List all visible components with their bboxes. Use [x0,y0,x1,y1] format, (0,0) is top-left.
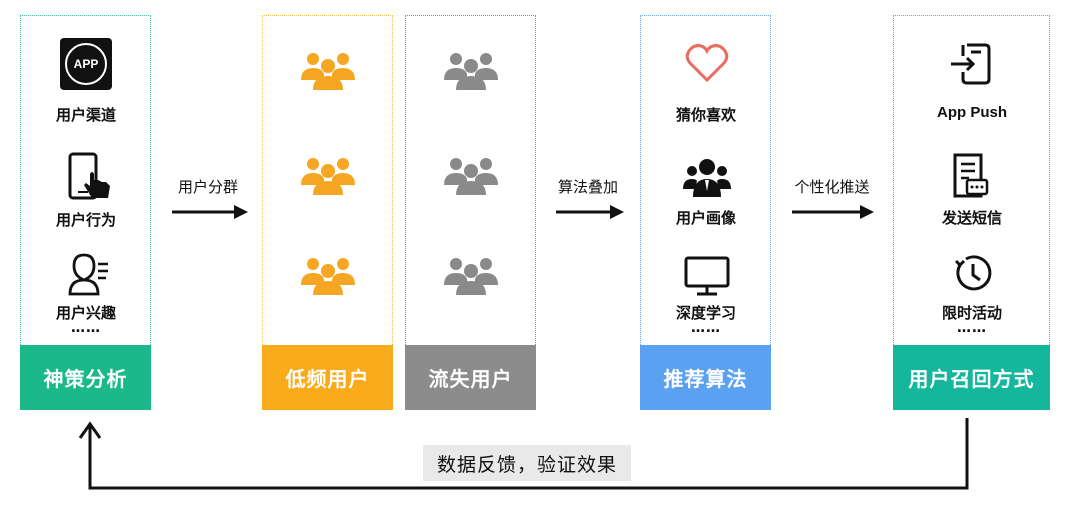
app-push-icon [951,43,991,85]
item-guess-you-like: 猜你喜欢 [675,106,736,124]
lost-users-title: 流失用户 [405,345,536,410]
user-group-icon [298,255,358,295]
feedback-loop-arrow [78,418,969,490]
recommend-column [640,15,771,345]
person-interest-icon [68,253,108,296]
item-user-channel: 用户渠道 [55,106,116,124]
arrow-right-icon [172,205,248,219]
item-user-behavior: 用户行为 [55,211,116,229]
phone-touch-icon [68,152,110,200]
item-limited-time: 限时活动 [941,304,1002,322]
low-frequency-column [262,15,393,345]
clock-icon [954,255,992,291]
item-deep-learning: 深度学习 [675,304,736,322]
item-app-push: App Push [937,104,1007,121]
recall-column [893,15,1050,345]
app-icon-text: APP [73,57,99,71]
monitor-icon [684,256,730,296]
analysis-ellipsis: …… [71,320,101,336]
arrow-right-icon [792,205,874,219]
heart-icon [685,44,729,83]
item-user-portrait: 用户画像 [675,209,736,227]
team-icon [683,159,731,197]
item-send-sms: 发送短信 [941,209,1002,227]
analysis-column [20,15,151,345]
recall-ellipsis: …… [957,320,987,336]
arrow-label-push: 个性化推送 [794,178,870,196]
recall-title: 用户召回方式 [893,345,1050,410]
feedback-label: 数据反馈，验证效果 [423,445,631,481]
user-group-icon [441,155,501,195]
sms-icon [953,153,989,198]
recommend-title: 推荐算法 [640,345,771,410]
item-user-interest: 用户兴趣 [55,304,116,322]
user-group-icon [441,255,501,295]
low-frequency-title: 低频用户 [262,345,393,410]
analysis-title: 神策分析 [20,345,151,410]
arrow-label-segment: 用户分群 [177,178,238,196]
app-icon: APP [60,38,112,90]
user-group-icon [298,50,358,90]
lost-users-column [405,15,536,345]
user-group-icon [298,155,358,195]
arrow-label-algorithm: 算法叠加 [557,178,618,196]
user-group-icon [441,50,501,90]
arrow-right-icon [556,205,624,219]
recommend-ellipsis: …… [691,320,721,336]
